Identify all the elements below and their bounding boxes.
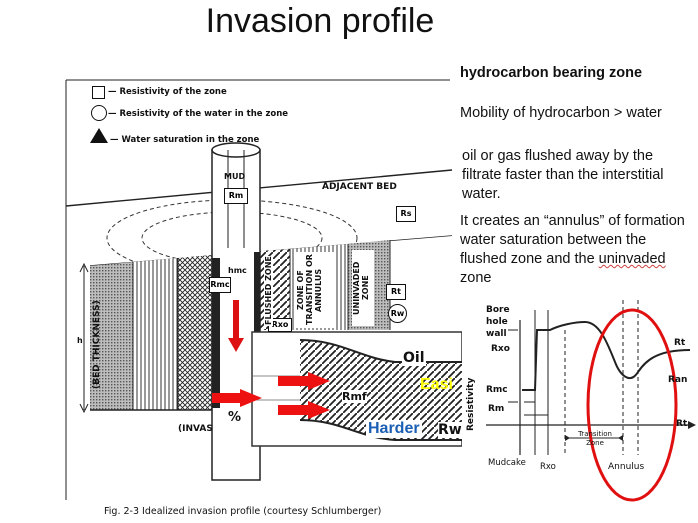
flushed-zone-label: FLUSHED ZONE [264, 256, 273, 326]
profile-rxo-label: Rxo [491, 344, 510, 354]
harder-label: Harder [366, 420, 422, 438]
easier-label: Easi [420, 376, 453, 393]
legend-triangle-label: — Water saturation in the zone [110, 135, 260, 145]
percent-label: % [228, 410, 242, 425]
rxo-box: Rxo [268, 318, 292, 332]
invasion-label: (INVAS [178, 424, 213, 434]
bed-thickness-label: (BED THICKNESS) [92, 300, 102, 390]
slide-title: Invasion profile [205, 2, 435, 40]
rt-box: Rt [386, 284, 406, 300]
mudcake-label: Mudcake [488, 458, 526, 468]
heading-hydrocarbon-zone: hydrocarbon bearing zone [460, 65, 643, 81]
hmc-label: hmc [228, 266, 247, 275]
inset-rw-label: Rw [438, 422, 462, 438]
uninvaded-zone-label: UNINVADED ZONE [352, 250, 374, 326]
text-annulus: It creates an “annulus” of formation wat… [460, 213, 685, 286]
annulus-label: Annulus [608, 462, 645, 472]
text-mobility: Mobility of hydrocarbon > water [460, 105, 662, 121]
profile-rmc-label: Rmc [486, 385, 508, 395]
triangle-legend-icon [90, 128, 108, 143]
square-legend-icon [92, 86, 105, 99]
mud-label: MUD [224, 172, 246, 181]
text-flushed: oil or gas flushed away by the filtrate … [462, 148, 664, 202]
profile-rxo-bottom-label: Rxo [540, 462, 556, 472]
profile-transition-label: Transition Zone [578, 430, 612, 447]
rs-box: Rs [396, 206, 416, 222]
profile-rm-label: Rm [488, 404, 505, 414]
resistivity-axis-label: Resistivity [466, 377, 476, 431]
legend-circle-label: — Resistivity of the water in the zone [108, 109, 289, 119]
profile-rt-axis-label: Rt [676, 419, 688, 429]
figure-caption: Fig. 2-3 Idealized invasion profile (cou… [104, 506, 382, 517]
oil-label: Oil [402, 350, 426, 366]
transition-zone-label: ZONE OF TRANSITION OR ANNULUS [296, 252, 336, 328]
rw-circle: Rw [388, 304, 407, 323]
adjacent-bed-label: ADJACENT BED [322, 182, 397, 192]
h-label: h [77, 336, 83, 345]
rm-box: Rm [224, 188, 248, 204]
profile-ran-label: Ran [668, 375, 688, 385]
profile-rt-label: Rt [674, 338, 686, 348]
circle-legend-icon [91, 105, 107, 121]
rmf-label: Rmf [342, 390, 367, 403]
rmc-box: Rmc [209, 277, 231, 293]
legend-square-label: — Resistivity of the zone [108, 87, 227, 97]
borehole-wall-label: Bore hole wall [486, 305, 510, 339]
